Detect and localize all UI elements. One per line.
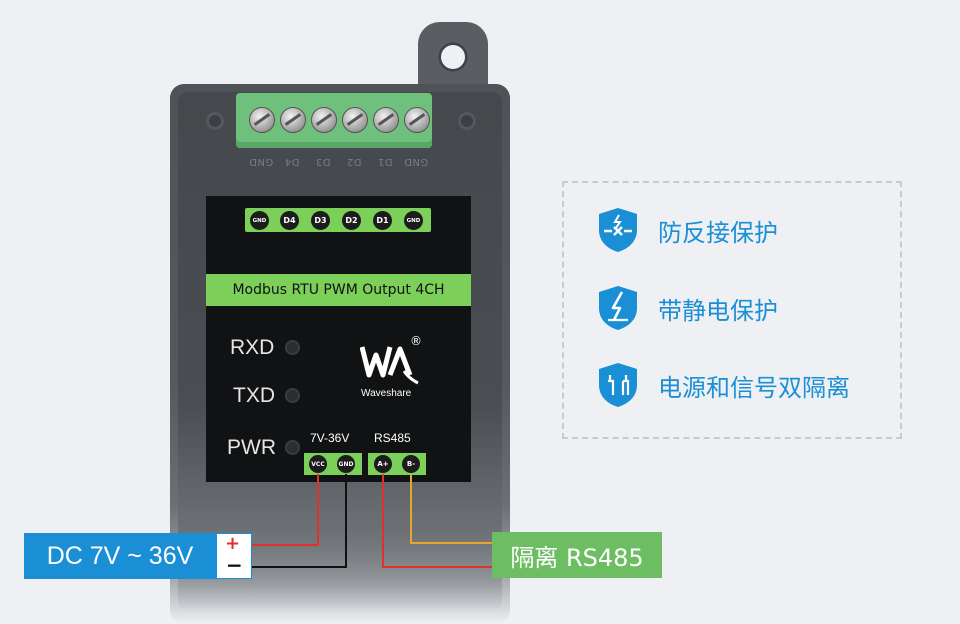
pcb-pin: GND xyxy=(404,211,423,230)
minus-sign: − xyxy=(226,553,243,577)
mounting-hole xyxy=(438,42,468,72)
pcb-pin: D4 xyxy=(280,211,299,230)
pin-gnd: GND xyxy=(337,455,355,473)
wire-red-a xyxy=(382,474,492,568)
wire-red-vcc xyxy=(252,474,319,546)
product-banner: Modbus RTU PWM Output 4CH xyxy=(206,274,471,306)
feature-item: 防反接保护 xyxy=(596,206,778,254)
pcb-pin: D3 xyxy=(311,211,330,230)
pcb-pin: GND xyxy=(250,211,269,230)
led-label-rxd: RXD xyxy=(230,336,275,359)
feature-text: 防反接保护 xyxy=(658,218,778,247)
led-pwr-indicator xyxy=(285,440,300,455)
led-rxd-indicator xyxy=(285,340,300,355)
terminal-screw-icon xyxy=(373,107,399,133)
led-txd-indicator xyxy=(285,388,300,403)
rs485-port-label: RS485 xyxy=(374,431,411,445)
terminal-screw-icon xyxy=(249,107,275,133)
plus-sign: + xyxy=(225,533,241,554)
screw-left-icon xyxy=(206,112,224,130)
brand-name: Waveshare xyxy=(361,388,412,399)
terminal-screw-icon xyxy=(311,107,337,133)
feature-text: 电源和信号双隔离 xyxy=(658,373,850,402)
feature-text: 带静电保护 xyxy=(658,296,778,325)
terminal-screw-icon xyxy=(342,107,368,133)
terminal-screw-icon xyxy=(280,107,306,133)
led-label-txd: TXD xyxy=(233,384,275,407)
waveshare-logo-icon xyxy=(360,346,419,385)
terminal-screw-icon xyxy=(404,107,430,133)
wire-yellow-b xyxy=(410,474,492,544)
power-range-label: 7V-36V xyxy=(310,431,350,445)
registered-mark: ® xyxy=(410,334,422,348)
pcb-pin: D2 xyxy=(342,211,361,230)
isolation-shield-icon xyxy=(599,363,637,407)
feature-item: 电源和信号双隔离 xyxy=(596,361,850,409)
isolated-rs485-label: 隔离 RS485 xyxy=(492,532,662,578)
pcb-face xyxy=(206,196,471,482)
pin-vcc: VCC xyxy=(309,455,327,473)
polarity-box xyxy=(216,533,252,579)
pcb-top-pin-strip xyxy=(245,208,431,232)
led-label-pwr: PWR xyxy=(227,436,276,459)
pin-a-plus: A+ xyxy=(374,455,392,473)
wire-black-gnd xyxy=(252,474,347,568)
reverse-protection-shield-icon xyxy=(599,208,637,252)
feature-item: 带静电保护 xyxy=(596,284,778,332)
dc-input-label: DC 7V ~ 36V xyxy=(24,533,216,579)
esd-protection-shield-icon xyxy=(599,286,637,330)
pin-b-minus: B- xyxy=(402,455,420,473)
screw-right-icon xyxy=(458,112,476,130)
pcb-pin: D1 xyxy=(373,211,392,230)
features-panel xyxy=(562,181,902,439)
